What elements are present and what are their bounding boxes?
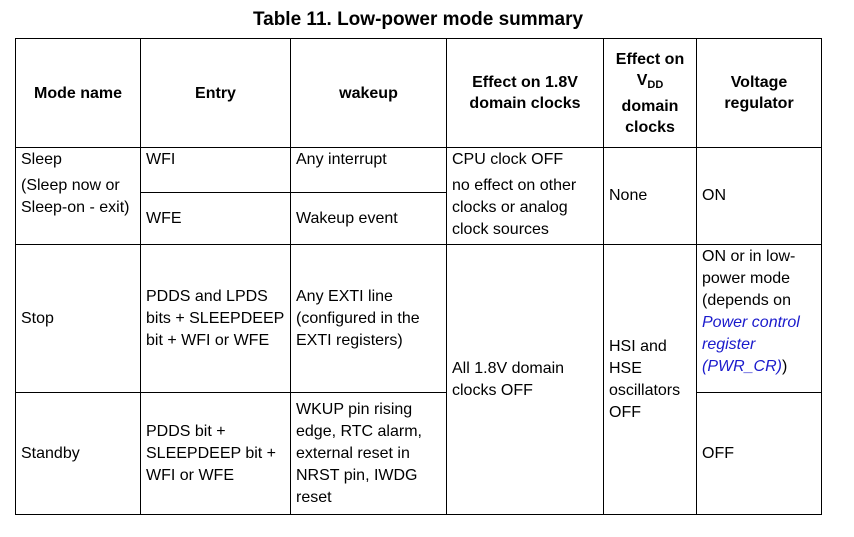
header-vdd-subscript: DD [647,78,664,91]
regulator-stop-close: ) [782,358,788,375]
cell-effect-18v-sleep: CPU clock OFF no effect on other clocks … [446,147,604,245]
cell-wakeup-event: Wakeup event [290,192,447,245]
cell-entry-wfe: WFE [140,192,291,245]
table-row-sleep-wfi: Sleep (Sleep now or Sleep-on - exit) WFI… [15,147,822,245]
header-wakeup: wakeup [290,38,447,148]
sleep-effect-other: no effect on other clocks or analog cloc… [452,177,577,238]
cell-effect-18v-stop-standby: All 1.8V domain clocks OFF [446,244,604,515]
header-voltage-regulator: Voltage regulator [696,38,822,148]
cell-regulator-stop: ON or in low-power mode (depends on Powe… [696,244,822,393]
cell-entry-stop: PDDS and LPDS bits + SLEEPDEEP bit + WFI… [140,244,291,393]
low-power-mode-table: Mode name Entry wakeup Effect on 1.8V do… [15,38,822,515]
cell-wakeup-any-interrupt: Any interrupt [290,147,447,193]
cell-mode-stop: Stop [15,244,141,393]
cell-regulator-sleep: ON [696,147,822,245]
header-row: Mode name Entry wakeup Effect on 1.8V do… [15,38,822,148]
table-title: Table 11. Low-power mode summary [252,9,584,30]
table-row-sleep-wfe: WFE Wakeup event [16,192,822,245]
cell-effect-vdd-stop-standby: HSI and HSE oscillators OFF [603,244,697,515]
cell-mode-sleep: Sleep (Sleep now or Sleep-on - exit) [15,147,141,245]
header-effect-vdd-pre: Effect on [615,50,685,68]
sleep-effect-cpu: CPU clock OFF [452,151,564,168]
cell-entry-standby: PDDS bit + SLEEPDEEP bit + WFI or WFE [140,392,291,515]
table-row-standby: Standby PDDS bit + SLEEPDEEP bit + WFI o… [15,392,822,515]
cell-entry-wfi: WFI [140,147,291,193]
header-effect-vdd: Effect on VDD domain clocks [603,38,697,148]
header-mode-name: Mode name [15,38,141,148]
regulator-stop-text: ON or in low-power mode (depends on [702,248,796,309]
sleep-mode-variants: (Sleep now or Sleep-on - exit) [21,177,130,216]
sleep-mode-label: Sleep [21,151,62,168]
header-effect-vdd-post: domain clocks [621,97,679,136]
cell-wakeup-standby: WKUP pin rising edge, RTC alarm, externa… [290,392,447,515]
header-vdd-symbol: VDD [636,71,664,91]
header-entry: Entry [140,38,291,148]
header-effect-18v: Effect on 1.8V domain clocks [446,38,604,148]
pwr-cr-register-link[interactable]: Power control register (PWR_CR) [702,314,800,375]
cell-wakeup-stop: Any EXTI line (configured in the EXTI re… [290,244,447,393]
cell-effect-vdd-sleep: None [603,147,697,245]
cell-regulator-standby: OFF [696,392,822,515]
table-row-stop: Stop PDDS and LPDS bits + SLEEPDEEP bit … [15,244,822,515]
cell-mode-standby: Standby [15,392,141,515]
